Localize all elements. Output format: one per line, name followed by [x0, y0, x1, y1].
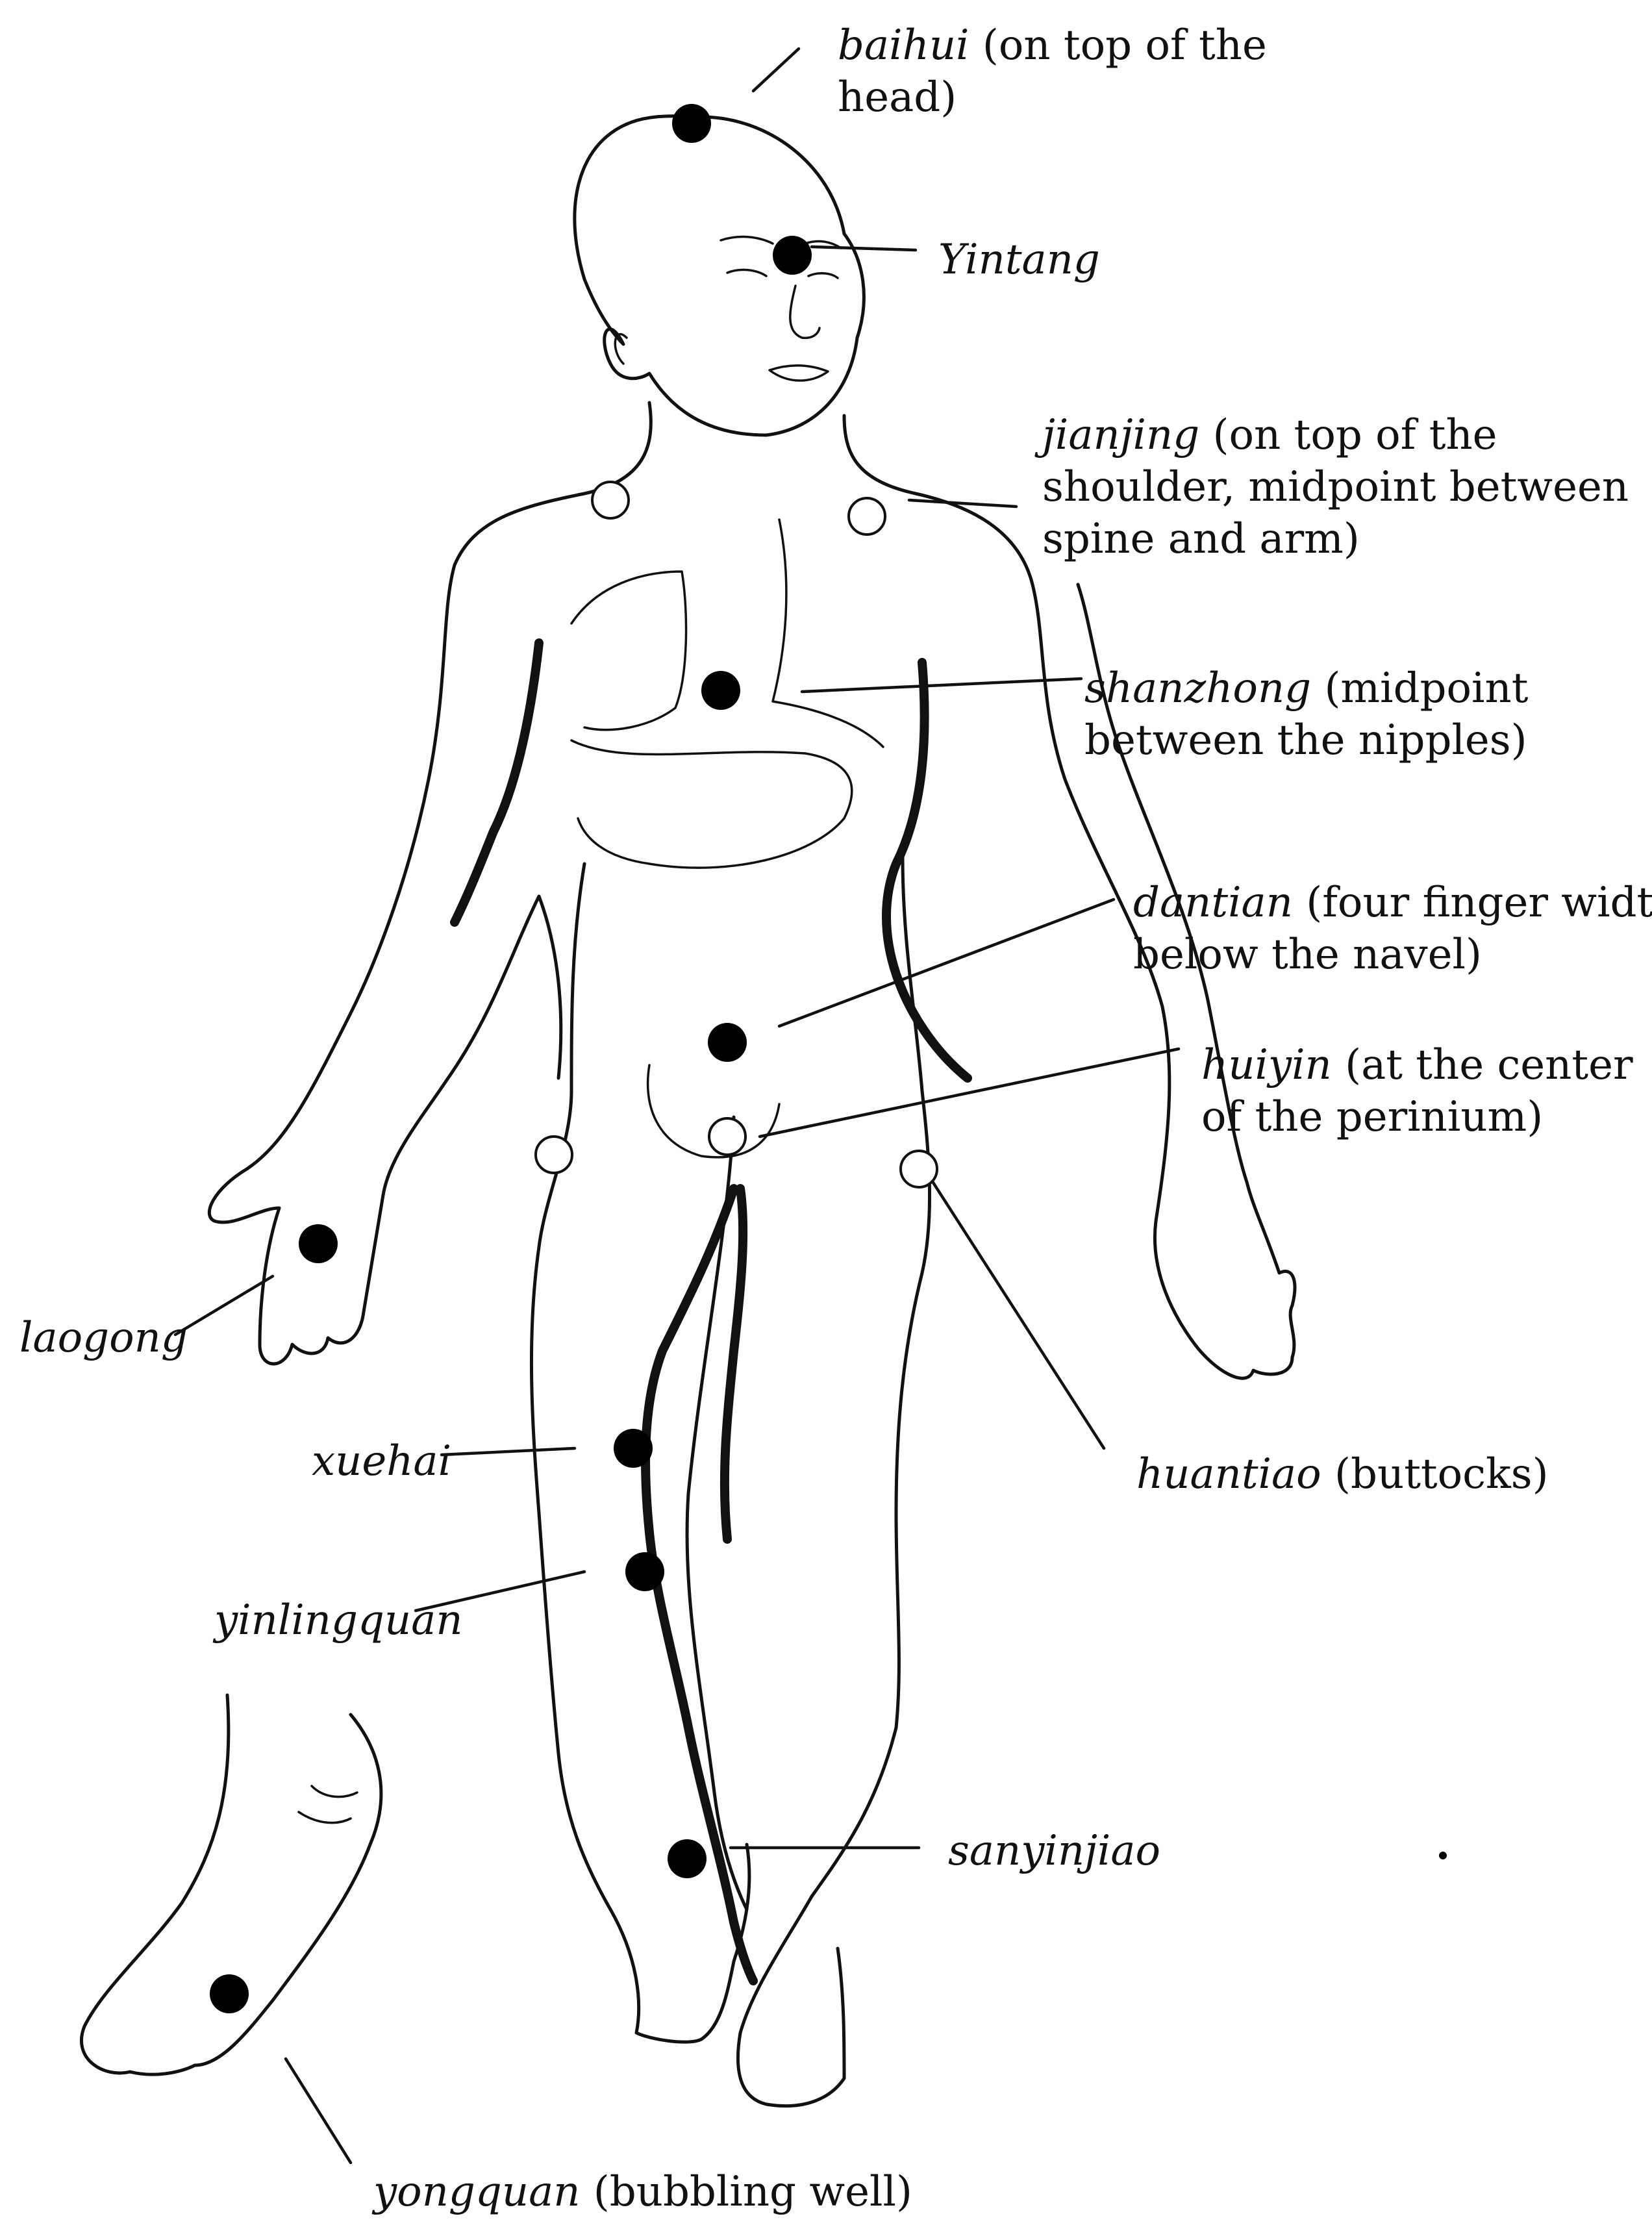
- marker-huantiao-right[interactable]: [901, 1151, 937, 1187]
- point-name: Yintang: [938, 236, 1100, 284]
- label-huiyin: huiyin (at the center of the perinium): [1201, 1039, 1633, 1143]
- label-laogong: laogong: [19, 1312, 188, 1364]
- marker-yongquan[interactable]: [210, 1974, 249, 2013]
- marker-huiyin[interactable]: [709, 1118, 745, 1155]
- point-desc: (bubbling well): [594, 2168, 912, 2216]
- point-desc-2: of the perinium): [1201, 1093, 1543, 1141]
- point-name: xuehai: [312, 1437, 451, 1485]
- stray-dot: [1439, 1852, 1447, 1859]
- point-desc-2: shoulder, midpoint between: [1042, 463, 1629, 511]
- point-desc: (on top of the: [982, 21, 1267, 69]
- label-jianjing: jianjing (on top of the shoulder, midpoi…: [1042, 409, 1629, 565]
- label-baihui: baihui (on top of the head): [838, 19, 1267, 123]
- marker-dantian[interactable]: [708, 1023, 747, 1062]
- label-dantian: dantian (four finger width below the nav…: [1133, 877, 1652, 981]
- point-desc-2: head): [838, 73, 957, 121]
- point-name: dantian: [1133, 879, 1293, 927]
- label-yinlingquan: yinlingquan: [214, 1594, 463, 1646]
- point-desc-2: below the navel): [1133, 931, 1482, 979]
- point-name: laogong: [19, 1314, 188, 1362]
- point-name: yongquan: [373, 2168, 580, 2216]
- marker-sanyinjiao[interactable]: [668, 1839, 707, 1878]
- point-desc-3: spine and arm): [1042, 515, 1360, 563]
- label-huantiao: huantiao (buttocks): [1136, 1448, 1549, 1500]
- point-desc-2: between the nipples): [1084, 716, 1527, 764]
- marker-jianjing-left[interactable]: [592, 482, 629, 518]
- marker-xuehai[interactable]: [614, 1429, 653, 1468]
- point-desc: (midpoint: [1324, 664, 1528, 712]
- point-desc: (buttocks): [1334, 1450, 1549, 1498]
- point-name: shanzhong: [1084, 664, 1311, 712]
- point-name: sanyinjiao: [948, 1827, 1160, 1875]
- label-sanyinjiao: sanyinjiao: [948, 1825, 1160, 1877]
- marker-baihui[interactable]: [672, 104, 711, 143]
- marker-shanzhong[interactable]: [701, 671, 740, 710]
- label-yongquan: yongquan (bubbling well): [373, 2166, 912, 2218]
- point-name: huiyin: [1201, 1041, 1332, 1089]
- marker-laogong[interactable]: [299, 1224, 338, 1263]
- point-name: jianjing: [1042, 411, 1199, 459]
- marker-jianjing-right[interactable]: [849, 498, 885, 535]
- point-desc: (at the center: [1345, 1041, 1633, 1089]
- point-name: huantiao: [1136, 1450, 1321, 1498]
- marker-yintang[interactable]: [773, 236, 812, 275]
- point-name: baihui: [838, 21, 970, 69]
- label-xuehai: xuehai: [312, 1435, 451, 1487]
- point-desc: (four finger width: [1306, 879, 1652, 927]
- point-name: yinlingquan: [214, 1596, 463, 1644]
- label-yintang: Yintang: [938, 234, 1100, 286]
- label-shanzhong: shanzhong (midpoint between the nipples): [1084, 662, 1528, 766]
- point-desc: (on top of the: [1213, 411, 1497, 459]
- marker-huantiao-left[interactable]: [536, 1137, 572, 1173]
- marker-yinlingquan[interactable]: [625, 1552, 664, 1591]
